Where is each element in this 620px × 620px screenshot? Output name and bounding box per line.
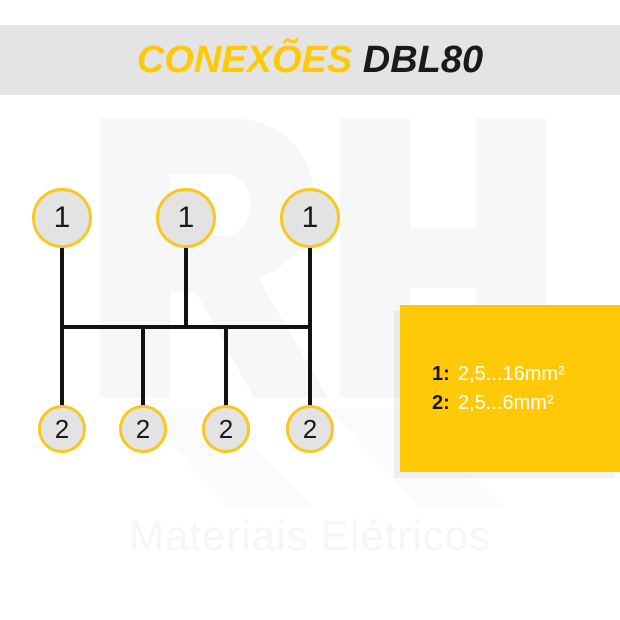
terminal-label: 1 — [53, 201, 71, 234]
legend-row-2: 2: 2,5...6mm² — [432, 389, 620, 418]
legend-value: 2,5...6mm² — [458, 391, 554, 414]
page-title-highlight: CONEXÕES — [136, 39, 353, 81]
terminal-top-2[interactable]: 1 — [156, 188, 216, 248]
terminal-label: 2 — [54, 413, 70, 444]
legend-key: 1: — [432, 362, 450, 385]
wire-top-1-to-bus — [60, 246, 64, 327]
wire-top-3-to-bus — [308, 246, 312, 327]
legend-row-1: 1: 2,5...16mm² — [432, 360, 620, 389]
wire-gauge-legend: 1: 2,5...16mm² 2: 2,5...6mm² — [400, 305, 620, 472]
page-title-model: DBL80 — [362, 39, 484, 81]
wire-bus-to-bottom-4 — [308, 327, 312, 407]
terminal-bottom-3[interactable]: 2 — [202, 405, 250, 453]
wire-bus-to-bottom-2 — [141, 327, 145, 407]
page-title: CONEXÕES DBL80 — [137, 41, 483, 79]
terminal-bottom-4[interactable]: 2 — [286, 405, 334, 453]
legend-value: 2,5...16mm² — [458, 362, 565, 385]
terminal-bottom-2[interactable]: 2 — [119, 405, 167, 453]
terminal-label: 2 — [218, 413, 234, 444]
terminal-label: 2 — [135, 413, 151, 444]
wire-top-2-to-bus — [184, 246, 188, 327]
wire-bus-to-bottom-3 — [224, 327, 228, 407]
legend-key: 2: — [432, 391, 450, 414]
terminal-label: 1 — [177, 201, 195, 234]
terminal-top-1[interactable]: 1 — [32, 188, 92, 248]
wire-bus-to-bottom-1 — [60, 327, 64, 407]
terminal-top-3[interactable]: 1 — [280, 188, 340, 248]
header-bar: CONEXÕES DBL80 — [0, 25, 620, 95]
terminal-label: 2 — [302, 413, 318, 444]
terminal-bottom-1[interactable]: 2 — [38, 405, 86, 453]
terminal-label: 1 — [301, 201, 319, 234]
